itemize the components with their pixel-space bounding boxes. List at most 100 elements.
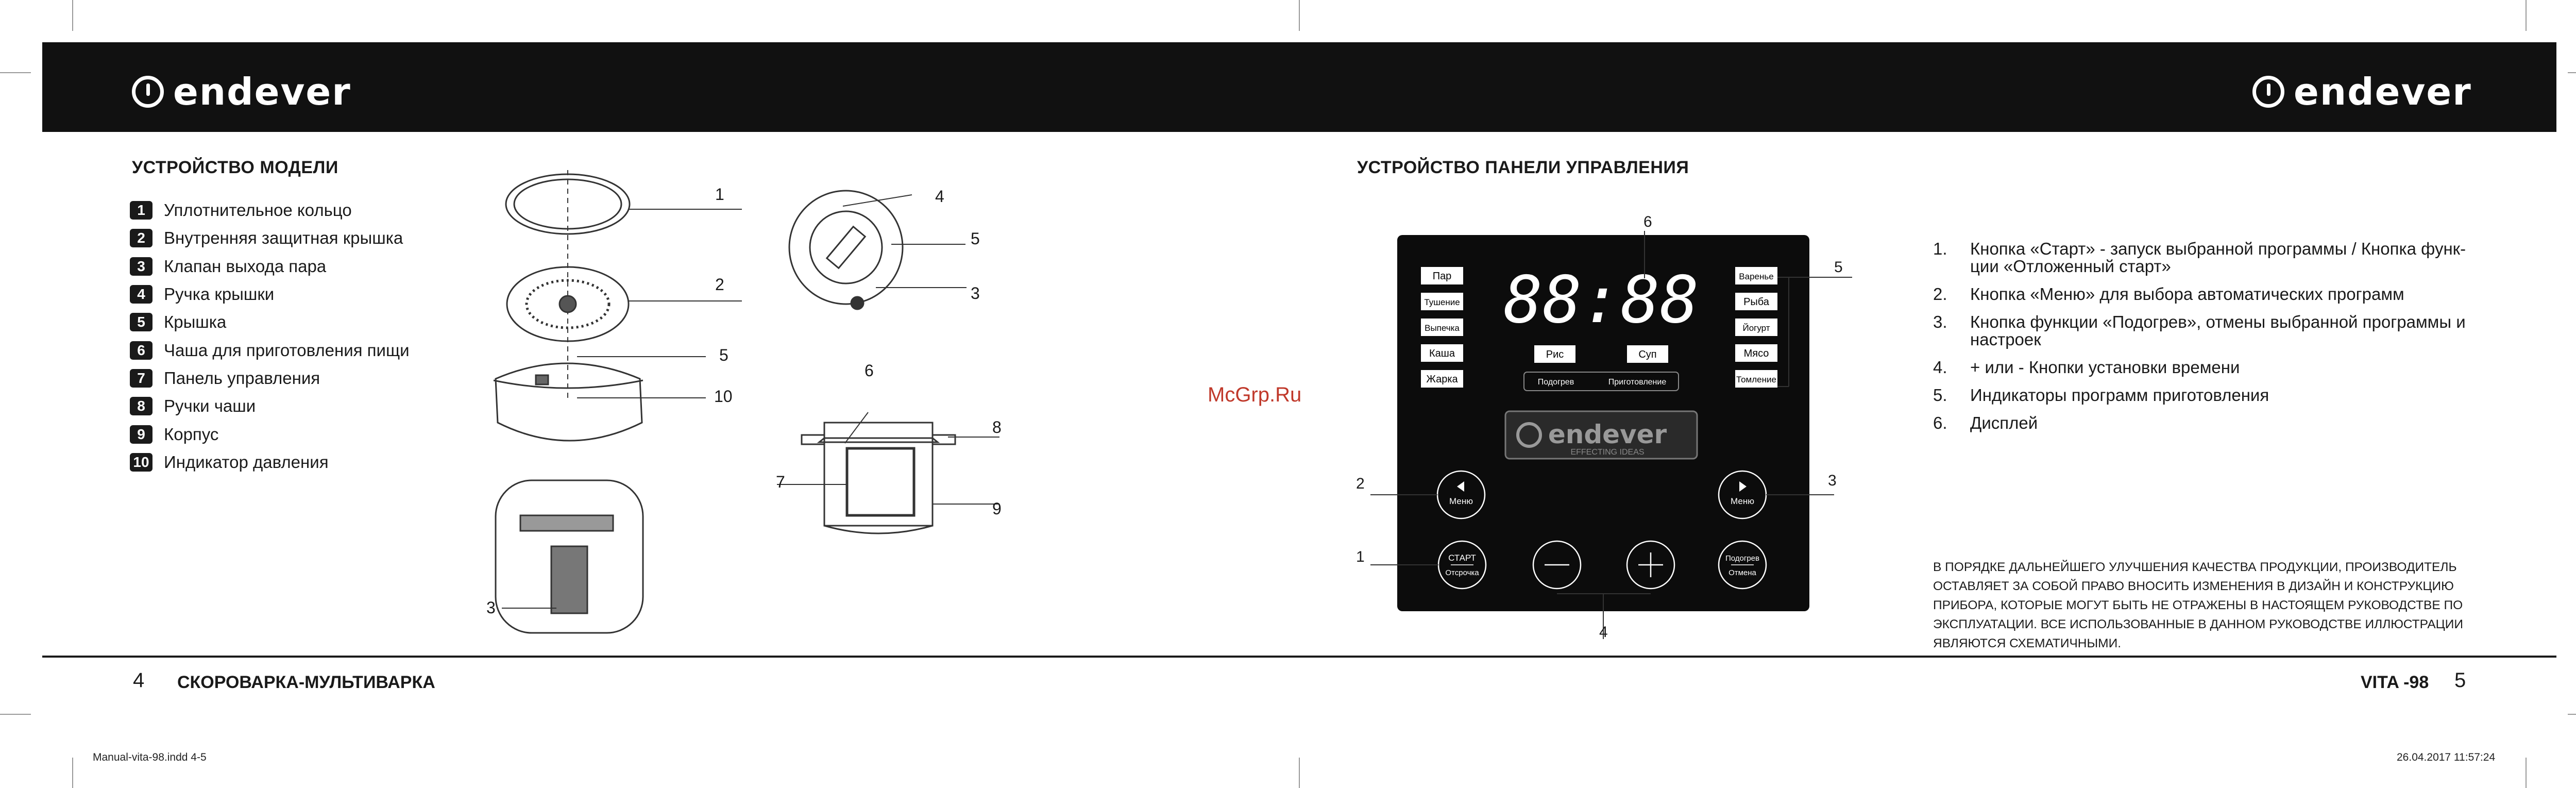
- note-text: Дисплей: [1970, 413, 2038, 432]
- list-item: 9 Корпус: [130, 420, 410, 448]
- menu-left-label: Меню: [1449, 496, 1473, 506]
- plus-button[interactable]: [1626, 540, 1675, 590]
- item-number: 6: [130, 341, 152, 360]
- digital-display: 88:88: [1503, 262, 1699, 338]
- callout-1: 1: [1356, 548, 1365, 565]
- item-number: 1: [130, 201, 152, 220]
- item-label: Ручка крышки: [164, 284, 275, 304]
- callout-4: 4: [1599, 624, 1608, 641]
- power-icon: [132, 76, 164, 108]
- item-label: Крышка: [164, 312, 227, 332]
- callout-3: 3: [971, 284, 980, 303]
- note-text: Кнопка «Меню» для выбора автоматических …: [1970, 284, 2404, 304]
- delay-label: Отсрочка: [1445, 568, 1479, 577]
- note-number: 4.: [1933, 358, 1947, 377]
- callout-7: 7: [776, 473, 785, 491]
- item-label: Панель управления: [164, 368, 320, 388]
- chevron-left-icon: [1457, 481, 1464, 492]
- header-band: [42, 42, 2556, 132]
- cancel-label: Отмена: [1728, 568, 1756, 577]
- minus-button[interactable]: [1532, 540, 1582, 590]
- pot-body: [823, 422, 934, 527]
- panel-logo-tagline: EFFECTING IDEAS: [1570, 448, 1644, 457]
- list-item: 4 Ручка крышки: [130, 280, 410, 308]
- watermark: McGrp.Ru: [1208, 383, 1302, 406]
- note-text: + или - Кнопки установки времени: [1970, 358, 2240, 377]
- panel-logo: endever: [1548, 420, 1667, 449]
- control-panel: Пар Тушение Выпечка Каша Жарка Варенье Р…: [1356, 213, 1852, 641]
- brand-logo-left: endever: [132, 70, 351, 113]
- program-button-porridge[interactable]: Каша: [1429, 348, 1455, 359]
- program-button-simmer[interactable]: Томление: [1736, 375, 1776, 384]
- exploded-diagram: 1 2 5 10 3 4 5 3 6 8 7 9: [486, 170, 1002, 634]
- item-label: Чаша для приготовления пищи: [164, 340, 410, 360]
- page-number-right: 5: [2454, 669, 2466, 692]
- program-button-bake[interactable]: Выпечка: [1425, 323, 1460, 333]
- item-number: 2: [130, 229, 152, 248]
- program-button-yogurt[interactable]: Йогурт: [1742, 323, 1770, 333]
- program-button-fry[interactable]: Жарка: [1426, 374, 1458, 385]
- item-number: 9: [130, 425, 152, 444]
- crop-mark: [1299, 758, 1300, 788]
- item-number: 7: [130, 368, 152, 388]
- callout-8: 8: [992, 418, 1002, 437]
- program-button-steam[interactable]: Пар: [1433, 271, 1452, 282]
- callout-6: 6: [865, 361, 874, 380]
- item-number: 3: [130, 257, 152, 276]
- callout-10: 10: [714, 387, 733, 406]
- crop-mark: [2568, 72, 2576, 73]
- power-icon: [1516, 422, 1542, 448]
- crop-mark: [2526, 0, 2527, 31]
- item-label: Индикатор давления: [164, 452, 329, 472]
- crop-mark: [1299, 0, 1300, 31]
- section-heading-model: УСТРОЙСТВО МОДЕЛИ: [132, 158, 338, 177]
- list-item: 2. Кнопка «Меню» для выбора автоматически…: [1933, 286, 2479, 303]
- item-label: Ручки чаши: [164, 396, 256, 416]
- item-label: Корпус: [164, 424, 219, 444]
- power-icon: [2252, 76, 2284, 108]
- model-name: VITA -98: [2361, 673, 2429, 692]
- callout-1: 1: [715, 185, 724, 204]
- list-item: 2 Внутренняя защитная крышка: [130, 224, 410, 252]
- brand-wordmark: endever: [2294, 70, 2472, 113]
- list-item: 8 Ручки чаши: [130, 392, 410, 420]
- menu-right-label: Меню: [1731, 496, 1754, 506]
- item-number: 8: [130, 397, 152, 416]
- program-button-rice[interactable]: Рис: [1546, 349, 1564, 360]
- note-number: 2.: [1933, 284, 1947, 304]
- start-label: СТАРТ: [1448, 553, 1476, 563]
- list-item: 7 Панель управления: [130, 364, 410, 392]
- crop-mark: [0, 714, 31, 715]
- item-label: Внутренняя защитная крышка: [164, 228, 403, 248]
- callout-9: 9: [992, 499, 1002, 518]
- footer-title: СКОРОВАРКА-МУЛЬТИВАРКА: [177, 673, 435, 692]
- list-item: 1.Кнопка «Старт» - запуск выбранной прог…: [1933, 240, 2479, 275]
- inner-lid: [506, 266, 630, 342]
- warm-cancel-button[interactable]: [1718, 540, 1767, 590]
- note-text: Кнопка «Старт» - запуск выбранной програ…: [1970, 239, 2466, 276]
- program-button-jam[interactable]: Варенье: [1739, 272, 1773, 281]
- diagram-callouts: 1 2 5 10 3 4 5 3 6 8 7 9: [486, 185, 1002, 617]
- callout-3: 3: [486, 598, 496, 617]
- program-button-stew[interactable]: Тушение: [1424, 297, 1460, 307]
- program-button-fish[interactable]: Рыба: [1743, 296, 1770, 308]
- note-number: 3.: [1933, 312, 1947, 331]
- program-button-soup[interactable]: Суп: [1638, 349, 1656, 360]
- slug-file: Manual-vita-98.indd 4-5: [93, 751, 207, 763]
- callout-6: 6: [1643, 213, 1652, 230]
- list-item: 6.Дисплей: [1933, 414, 2479, 432]
- lid-body: [495, 362, 643, 442]
- crop-mark: [72, 0, 73, 31]
- crop-mark: [0, 72, 31, 73]
- callout-5: 5: [971, 229, 980, 248]
- indicator-cooking: Приготовление: [1608, 378, 1667, 387]
- disclaimer-text: В порядке дальнейшего улучшения качества…: [1933, 560, 2464, 650]
- callout-5: 5: [1834, 259, 1843, 276]
- warm-label: Подогрев: [1725, 554, 1759, 563]
- note-number: 5.: [1933, 385, 1947, 405]
- program-button-meat[interactable]: Мясо: [1744, 348, 1769, 359]
- item-number: 4: [130, 285, 152, 304]
